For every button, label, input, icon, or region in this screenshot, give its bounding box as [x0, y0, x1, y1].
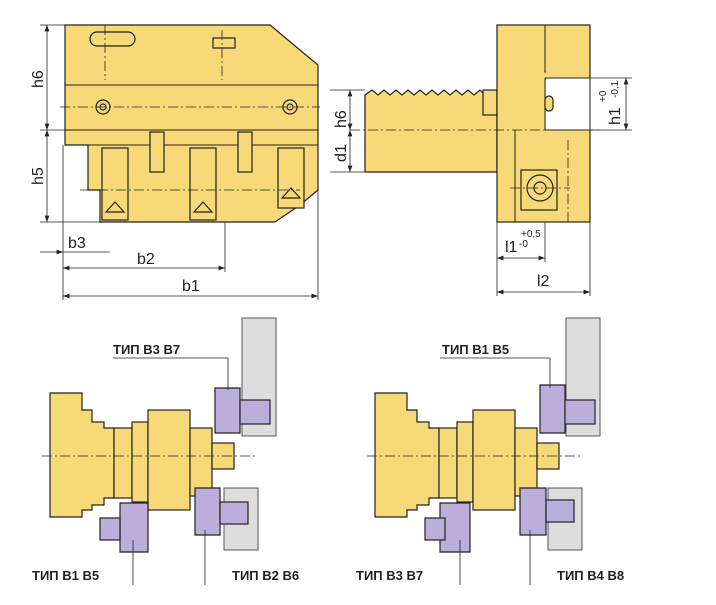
label-bottom-right: ТИП B4 B8	[557, 568, 624, 583]
label-bottom-left: ТИП B3 B7	[356, 568, 423, 583]
dim-d1: d1	[333, 144, 350, 162]
label-top: ТИП B1 B5	[442, 342, 509, 357]
dim-h1-tol-upper: +0	[598, 90, 609, 102]
setup-left: ТИП B3 B7 ТИП B1 B5 ТИП B2 B6	[32, 317, 299, 585]
dim-b2: b2	[137, 251, 155, 268]
dim-l1: l1	[505, 239, 518, 256]
dim-b3: b3	[68, 235, 86, 252]
dim-l2: l2	[537, 273, 550, 290]
dim-h1-tol-lower: -0,1	[610, 80, 621, 98]
label-top: ТИП B3 B7	[113, 342, 180, 357]
side-view: h6 d1 h1 +0 -0,1 l1 +0,5 -0 l2	[330, 24, 632, 296]
dim-l1-tol-upper: +0,5	[521, 229, 541, 240]
dim-h6-side: h6	[333, 110, 350, 128]
dim-h5: h5	[30, 167, 47, 185]
dim-h6-front: h6	[30, 70, 47, 88]
label-bottom-left: ТИП B1 B5	[32, 568, 99, 583]
dim-b1: b1	[182, 278, 200, 295]
label-bottom-right: ТИП B2 B6	[232, 568, 299, 583]
front-view: h6 h5 b3 b2 b1	[30, 24, 320, 300]
dim-l1-tol-lower: -0	[519, 239, 528, 250]
dim-h1: h1	[607, 107, 624, 125]
setup-right: ТИП B1 B5 ТИП B3 B7 ТИП B4 B8	[356, 317, 624, 585]
